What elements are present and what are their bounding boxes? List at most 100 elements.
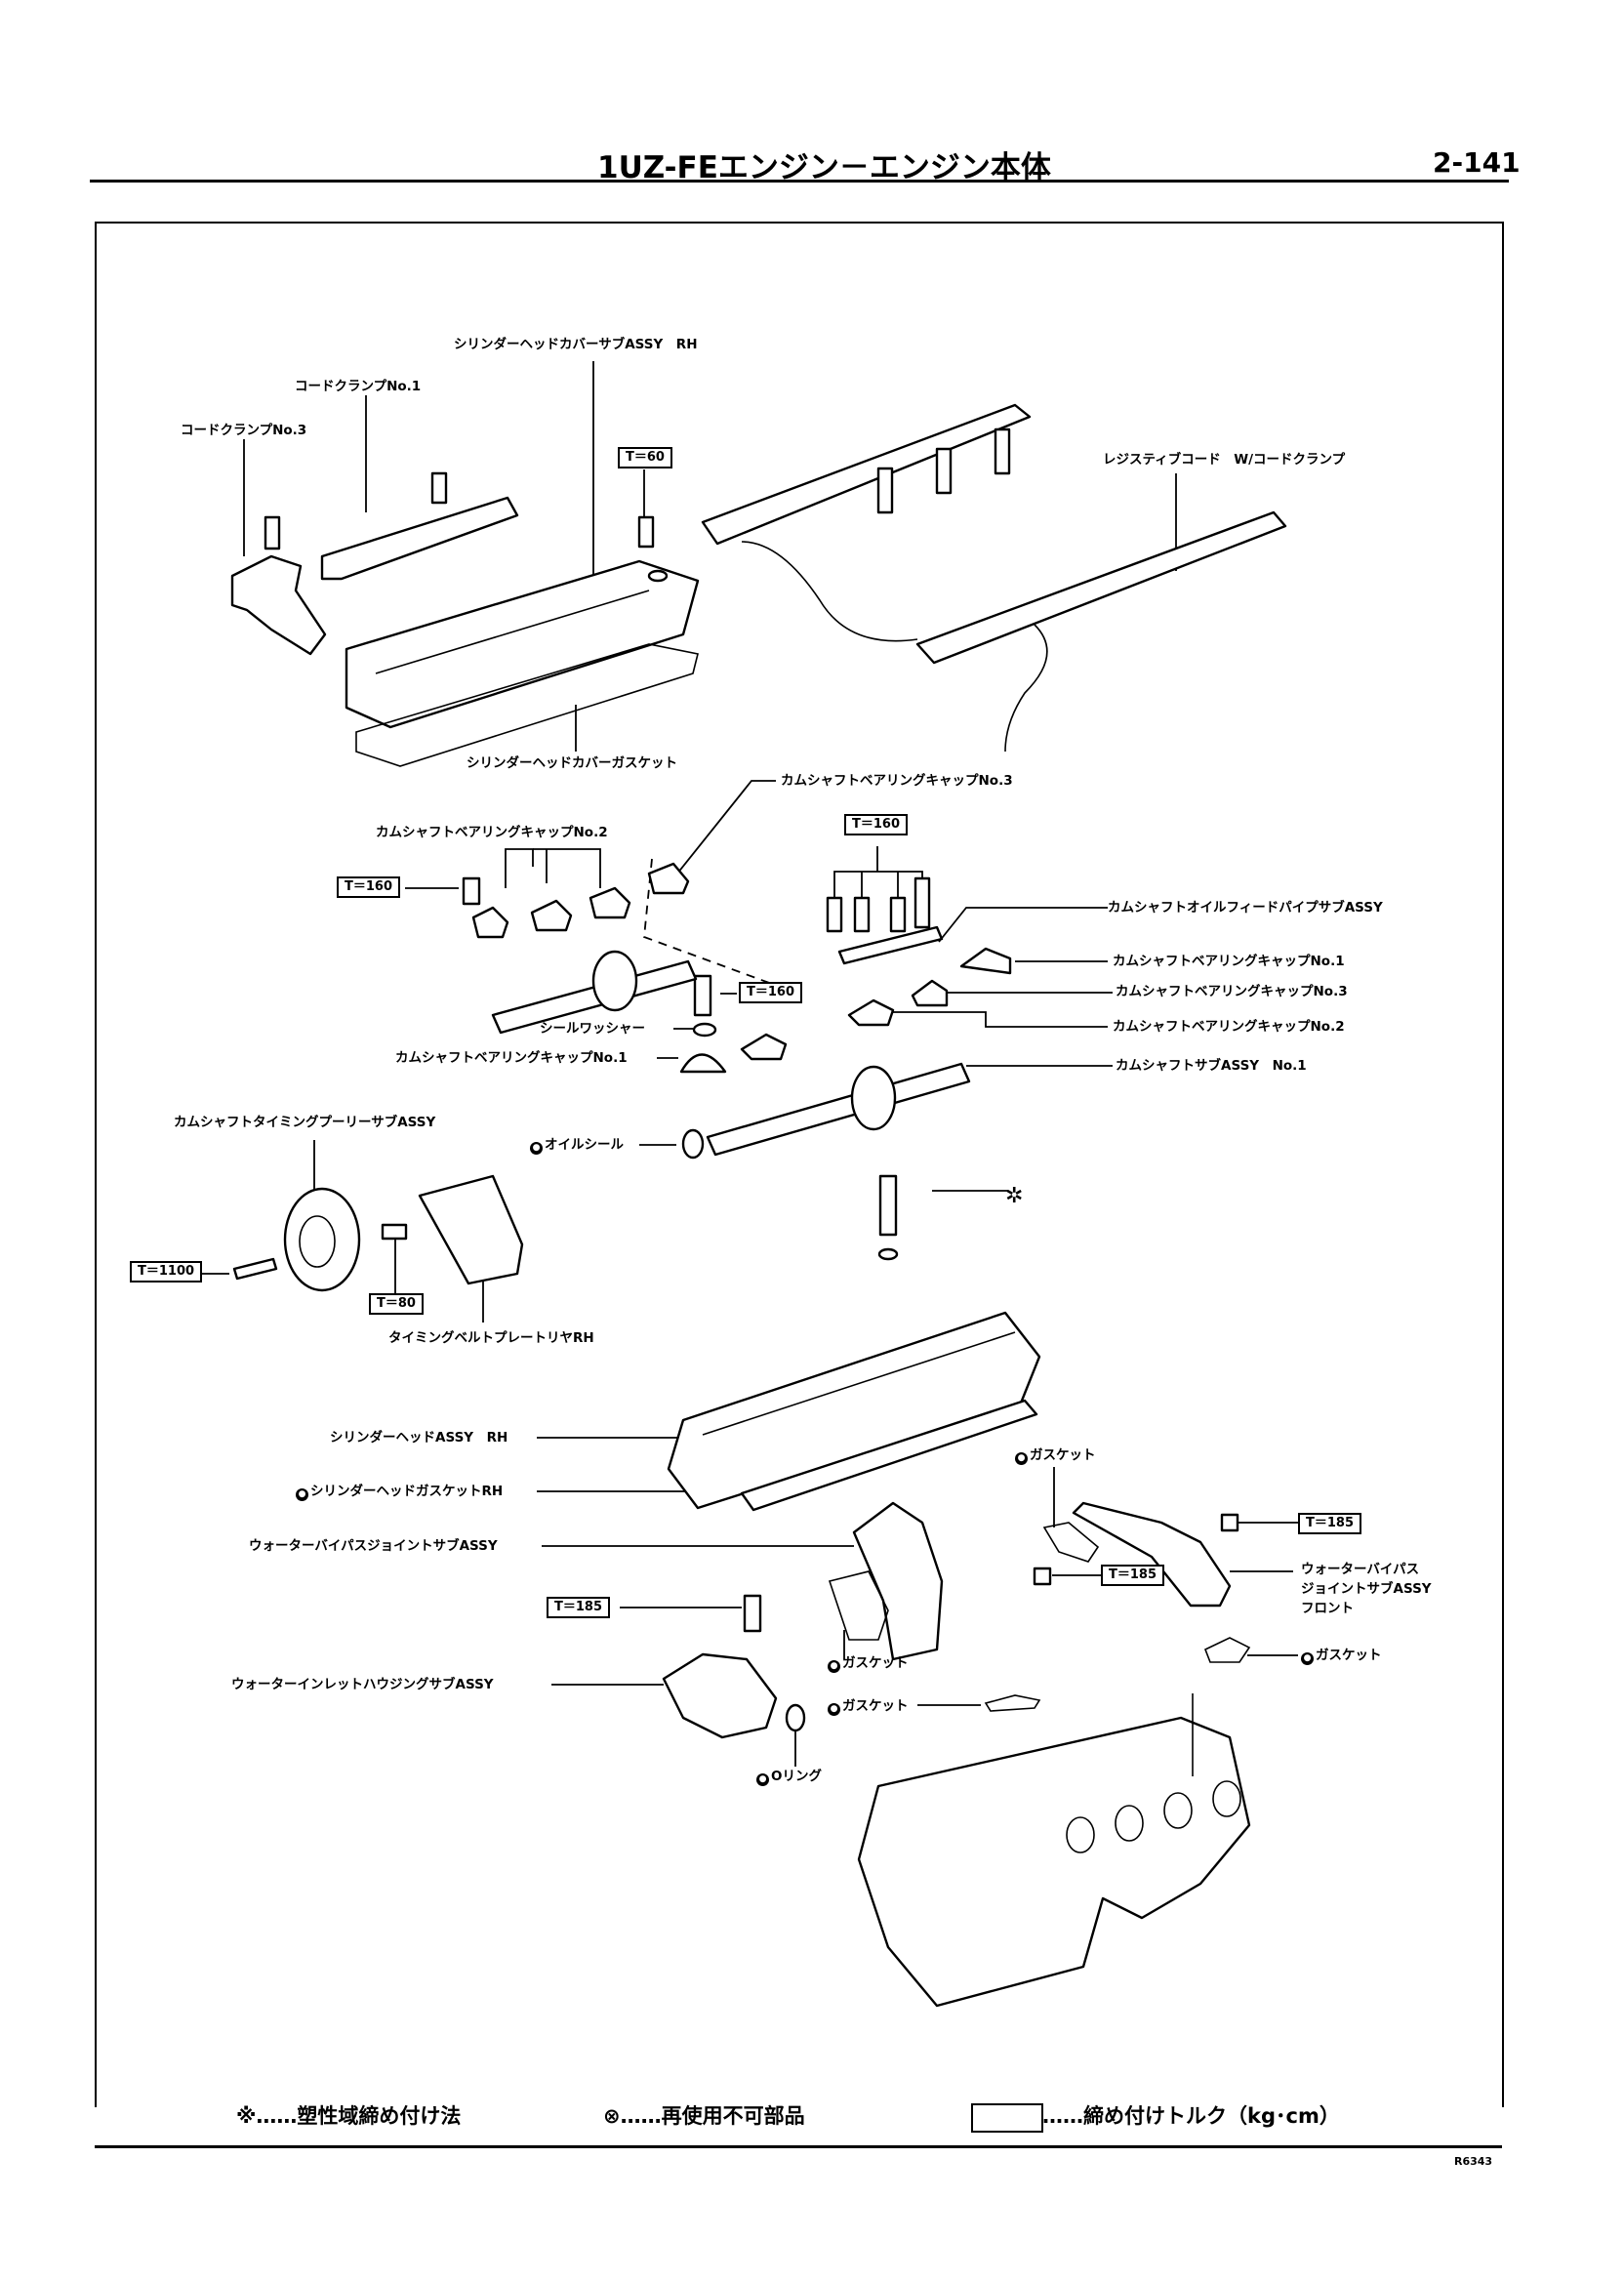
cord-clamp-no3-part	[230, 554, 327, 656]
figure-frame	[95, 222, 1504, 2107]
label-water-inlet-housing: ウォーターインレットハウジングサブASSY	[231, 1677, 494, 1692]
cap-no2-right-part	[847, 998, 895, 1027]
non-reusable-icon: ●	[1301, 1652, 1314, 1665]
label-seal-washer: シールワッシャー	[540, 1021, 645, 1037]
plate-bolt	[381, 1223, 408, 1241]
leader-cap-no3-top	[672, 780, 776, 879]
torque-box-front-nut-mid: T＝185	[1101, 1565, 1165, 1586]
plastic-region-mark-icon: ✲	[1005, 1184, 1023, 1208]
label-cover-gasket: シリンダーヘッドカバーガスケット	[467, 755, 677, 771]
label-gasket-top: ●ガスケット	[1015, 1447, 1096, 1465]
leader-cap-no2-a	[505, 848, 534, 888]
head-cover-part	[345, 559, 700, 729]
water-bypass-joint-part	[852, 1501, 944, 1661]
nut-mid	[1033, 1567, 1052, 1586]
label-front-joint-line3: フロント	[1301, 1601, 1354, 1616]
o-ring-part	[785, 1703, 806, 1732]
label-cam-cap-no1-left: カムシャフトベアリングキャップNo.1	[395, 1050, 628, 1066]
timing-pulley-part	[283, 1187, 361, 1292]
label-gasket-right: ●ガスケット	[1301, 1648, 1382, 1665]
nut-right	[1220, 1513, 1239, 1532]
leader-bolts-bar	[833, 871, 923, 898]
torque-box-inlet-housing: T＝185	[547, 1597, 611, 1618]
cap-no1-right-part	[959, 947, 1012, 975]
camshaft-upper-gear	[591, 950, 638, 1012]
non-reusable-icon: ●	[530, 1142, 543, 1155]
label-cylinder-head: シリンダーヘッドASSY RH	[330, 1430, 508, 1445]
label-resistive-cord: レジスティブコード W/コードクランプ	[1103, 452, 1346, 468]
leader-cap-no2-b	[533, 848, 601, 888]
label-timing-pulley: カムシャフトタイミングプーリーサブASSY	[174, 1115, 436, 1130]
gasket-mid-part	[828, 1570, 889, 1641]
torque-box-cap-right: T＝160	[844, 814, 909, 835]
cap-no3-top-part	[647, 862, 690, 895]
label-cam-cap-no3-top: カムシャフトベアリングキャップNo.3	[781, 773, 1013, 789]
gasket-top-part	[1042, 1522, 1100, 1563]
camshaft-no1-gear	[850, 1065, 897, 1131]
legend-torque: ……締め付けトルク（kg･cm）	[1042, 2104, 1340, 2128]
oil-seal-part	[681, 1128, 705, 1160]
non-reusable-icon: ●	[756, 1773, 769, 1786]
torque-box-feed-pipe: T＝160	[739, 982, 803, 1003]
dashed-assembly-line	[643, 858, 792, 992]
cord-clamp-bolt	[264, 515, 281, 550]
head-bolt	[878, 1174, 898, 1237]
torque-box-pulley-bolt: T＝1100	[130, 1261, 203, 1282]
camshaft-no1-part	[706, 1062, 971, 1157]
seal-washer-part	[692, 1022, 717, 1038]
non-reusable-icon: ●	[828, 1660, 840, 1673]
torque-box-cap-no2: T＝160	[337, 876, 401, 898]
label-cam-cap-no2-left: カムシャフトベアリングキャップNo.2	[376, 825, 608, 840]
label-water-bypass-joint: ウォーターバイパスジョイントサブASSY	[249, 1538, 498, 1554]
legend-plastic-region: ※……塑性域締め付け法	[236, 2104, 462, 2128]
gasket-lower-part	[984, 1694, 1041, 1712]
non-reusable-icon: ●	[828, 1703, 840, 1716]
head-cover-gasket-part	[355, 643, 699, 767]
legend-non-reusable: ⊗……再使用不可部品	[603, 2104, 805, 2128]
leader-cap-no2-right	[859, 1011, 1108, 1028]
label-oil-seal: ●オイルシール	[530, 1137, 624, 1155]
head-cover-washer	[647, 569, 669, 583]
cap-no3-right-part	[911, 979, 949, 1007]
label-camshaft-no1: カムシャフトサブASSY No.1	[1116, 1058, 1307, 1074]
cap-bolt-mid	[693, 974, 712, 1017]
inlet-housing-bolt	[743, 1594, 762, 1633]
non-reusable-icon: ●	[296, 1488, 308, 1501]
label-o-ring: ●Oリング	[756, 1769, 822, 1786]
timing-belt-plate-part	[418, 1174, 524, 1285]
cord-clamp-no1-part	[320, 496, 519, 581]
cord-clamp-no1-bolt	[430, 471, 448, 505]
resistive-cord-upper-rail	[701, 403, 1032, 546]
label-cam-cap-no3-right: カムシャフトベアリングキャップNo.3	[1116, 984, 1348, 999]
torque-box-plate-bolt: T＝80	[369, 1293, 424, 1315]
cap-no2-c	[589, 886, 631, 919]
legend-torque-box-icon	[971, 2103, 1043, 2133]
non-reusable-icon: ●	[1015, 1452, 1028, 1465]
front-bypass-joint-part	[1072, 1501, 1232, 1608]
head-bolt-washer	[877, 1247, 899, 1261]
label-oil-feed-pipe: カムシャフトオイルフィードパイプサブASSY	[1108, 900, 1383, 916]
label-timing-belt-plate: タイミングベルトプレートリヤRH	[388, 1330, 594, 1346]
label-cam-cap-no1-right: カムシャフトベアリングキャップNo.1	[1113, 954, 1345, 969]
gasket-right-part	[1203, 1637, 1251, 1663]
cap-no2-b	[530, 899, 573, 932]
label-cord-clamp-no3: コードクランプNo.3	[181, 423, 307, 438]
water-inlet-housing-part	[662, 1652, 778, 1739]
label-gasket-lower: ●ガスケット	[828, 1698, 909, 1716]
pulley-bolt	[232, 1257, 278, 1281]
head-gasket-part	[740, 1399, 1038, 1512]
torque-box-cover-bolt: T＝60	[618, 447, 672, 468]
leader-oil-feed-pipe	[938, 907, 1108, 943]
label-cam-cap-no2-right: カムシャフトベアリングキャップNo.2	[1113, 1019, 1345, 1035]
figure-code: R6343	[1454, 2155, 1493, 2168]
figure-frame-bottom-rule	[95, 2145, 1502, 2148]
label-front-joint-line2: ジョイントサブASSY	[1301, 1581, 1432, 1597]
cap-no1-left-part	[679, 1053, 727, 1074]
label-cylinder-head-cover: シリンダーヘッドカバーサブASSY RH	[454, 337, 698, 352]
label-cord-clamp-no1: コードクランプNo.1	[295, 379, 422, 394]
resistive-cord-lower-rail	[915, 510, 1287, 665]
torque-box-front-nut-right: T＝185	[1298, 1513, 1362, 1534]
oil-feed-pipe-part	[837, 925, 944, 965]
label-front-joint-line1: ウォーターバイパス	[1301, 1562, 1420, 1577]
